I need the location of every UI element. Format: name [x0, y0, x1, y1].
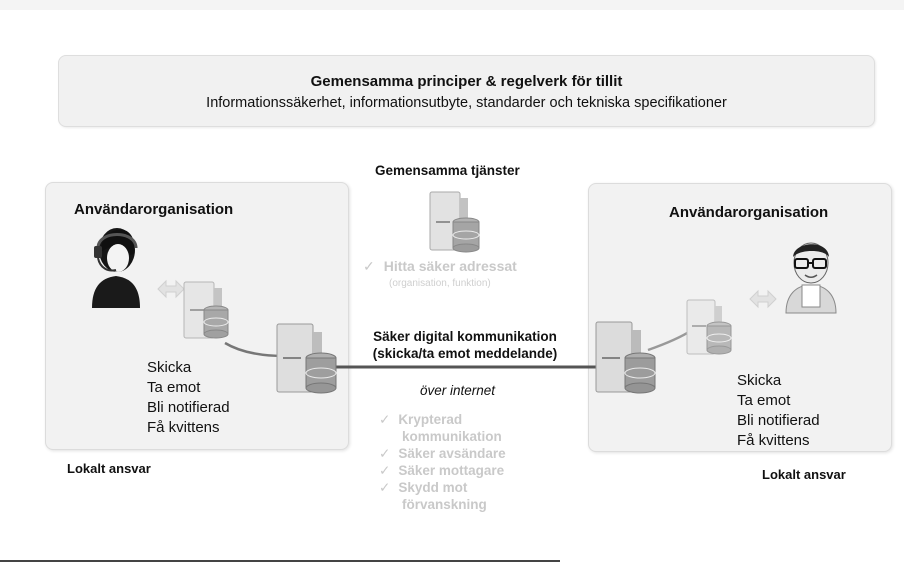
checkmark-icon: ✓	[379, 446, 391, 461]
communication-line2: (skicka/ta emot meddelande)	[372, 346, 558, 361]
left-action-receive: Ta emot	[147, 379, 201, 396]
right-org-title: Användarorganisation	[669, 204, 829, 221]
over-internet-label: över internet	[420, 383, 496, 398]
feature-protect-cont: förvanskning	[402, 497, 487, 512]
left-action-send: Skicka	[147, 359, 192, 376]
right-org-actions: Skicka Ta emot Bli notifierad Få kvitten…	[737, 371, 820, 451]
feature-protect: ✓Skydd mot	[379, 480, 468, 495]
shared-services-title: Gemensamma tjänster	[375, 163, 520, 178]
feature-secure-sender: ✓Säker avsändare	[379, 446, 506, 461]
right-action-notified: Bli notifierad	[737, 412, 820, 429]
left-action-receipt: Få kvittens	[147, 419, 220, 436]
banner-subtitle: Informationssäkerhet, informationsutbyte…	[206, 95, 727, 111]
communication-label: Säker digital kommunikation (skicka/ta e…	[355, 328, 575, 362]
feature-encrypted-cont: kommunikation	[402, 429, 502, 444]
bottom-rule	[0, 560, 560, 562]
feature-encrypted: ✓Krypterad	[379, 412, 463, 427]
left-action-notified: Bli notifierad	[147, 399, 230, 416]
feature-secure-receiver: ✓Säker mottagare	[379, 463, 505, 478]
left-organisation-box: Användarorganisation Skicka Ta emot Bli …	[45, 182, 349, 450]
find-address-label: Hitta säker adressat	[383, 258, 517, 274]
left-org-actions: Skicka Ta emot Bli notifierad Få kvitten…	[147, 358, 230, 438]
right-organisation-box: Användarorganisation Skicka Ta emot Bli …	[588, 183, 892, 452]
shared-services-item: ✓ Hitta säker adressat	[363, 258, 517, 275]
person-glasses-icon	[785, 242, 837, 314]
server-icon	[686, 299, 732, 355]
checkmark-icon: ✓	[379, 480, 391, 495]
server-icon	[276, 323, 337, 394]
principles-banner: Gemensamma principer & regelverk för til…	[58, 55, 875, 127]
arrow-icon	[749, 289, 777, 309]
server-icon	[595, 321, 656, 394]
right-action-receive: Ta emot	[737, 392, 791, 409]
checkmark-icon: ✓	[379, 463, 391, 478]
right-action-send: Skicka	[737, 372, 782, 389]
server-icon	[183, 281, 229, 339]
left-org-title: Användarorganisation	[74, 201, 234, 218]
security-features: ✓Krypterad kommunikation ✓Säker avsändar…	[379, 411, 506, 513]
find-address-sub: (organisation, funktion)	[389, 278, 491, 289]
checkmark-icon: ✓	[379, 412, 391, 427]
left-local-responsibility: Lokalt ansvar	[67, 461, 151, 476]
right-action-receipt: Få kvittens	[737, 432, 810, 449]
checkmark-icon: ✓	[363, 258, 375, 274]
person-headset-icon	[92, 228, 140, 308]
banner-title: Gemensamma principer & regelverk för til…	[310, 73, 623, 90]
server-icon	[429, 191, 480, 253]
communication-line1: Säker digital kommunikation	[373, 329, 557, 344]
top-strip	[0, 0, 904, 10]
right-local-responsibility: Lokalt ansvar	[762, 467, 846, 482]
